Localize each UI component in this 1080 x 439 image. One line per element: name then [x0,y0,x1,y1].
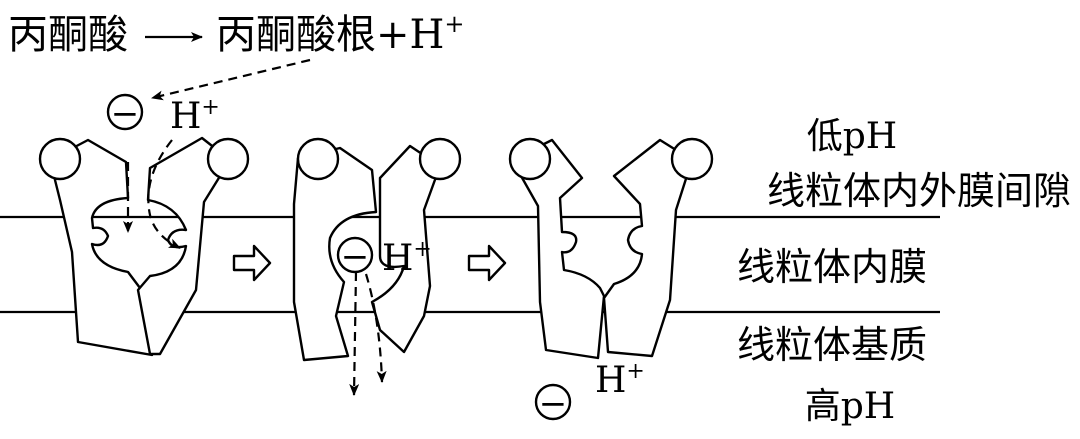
dissociation-dashed-arrow [151,58,311,101]
carrier-2-proton-exit-arrow [364,273,387,383]
carrier-3-right-knob [670,137,714,181]
bound-anion-icon [336,236,374,274]
carrier-2-anion-exit-arrow [349,271,360,396]
carrier-state-1 [38,136,250,357]
low-ph-label: 低pH [807,116,897,157]
carrier-state-3 [508,137,714,360]
released-anion-icon [534,383,572,421]
pyruvic-acid-label: 丙酮酸 [8,12,128,58]
carrier-3-left-subunit [510,138,606,360]
carrier-2-right-subunit [370,144,442,354]
intermembrane-space-label: 线粒体内外膜间隙 [767,169,1071,213]
bound-proton-label: H+ [382,237,432,279]
high-ph-label: 高pH [805,386,895,427]
bound-anion-minus-sign: − [341,237,370,277]
carrier-state-2 [292,137,462,396]
matrix-label: 线粒体基质 [737,323,927,367]
anion-minus-sign: − [111,94,140,134]
pyruvate-product-label: 丙酮酸根+H+ [216,10,465,58]
carrier-1-left-knob [38,137,82,181]
released-proton-label: H+ [595,359,645,401]
released-anion-minus-sign: − [539,384,568,424]
carrier-3-left-knob [508,137,552,181]
carrier-1-right-knob [206,137,250,181]
transition-arrow-1 [232,244,272,282]
carrier-2-left-knob [296,137,340,181]
transition-arrow-2 [467,244,507,282]
carrier-2-left-subunit [292,146,378,362]
inner-membrane-label: 线粒体内膜 [737,245,927,289]
proton-label-top: H+ [170,95,220,137]
carrier-2-right-knob [418,137,462,181]
carrier-3-right-subunit [602,138,694,358]
pyruvate-anion-icon [106,93,144,131]
carrier-1-proton-entry-arrow [147,139,181,249]
carrier-1-left-subunit [48,138,154,357]
